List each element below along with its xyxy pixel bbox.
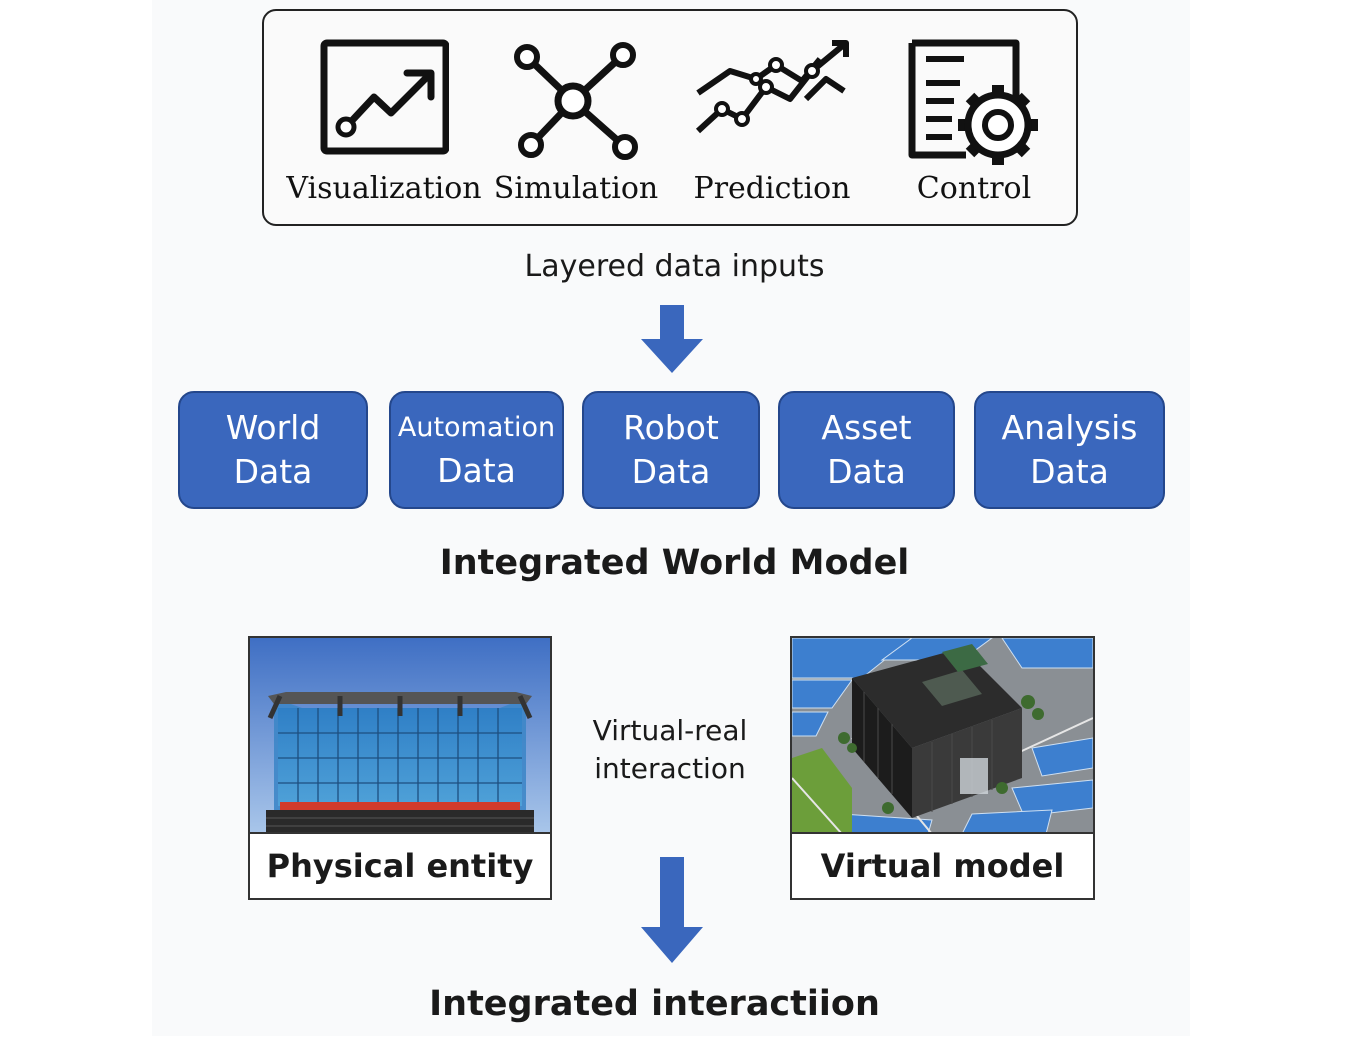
category-line1: World bbox=[225, 408, 321, 447]
data-category-world: World Data bbox=[178, 391, 368, 509]
virtual-real-interaction-label: Virtual-real interaction bbox=[560, 712, 780, 788]
data-category-asset: Asset Data bbox=[778, 391, 955, 509]
inputs-label: Layered data inputs bbox=[524, 249, 825, 284]
integrated-model-label: Integrated World Model bbox=[439, 543, 910, 583]
capability-visualization: Visualization bbox=[284, 11, 484, 228]
network-nodes-icon bbox=[514, 42, 638, 160]
capabilities-box: Visualization Simulation Pr bbox=[262, 9, 1078, 226]
physical-building-photo bbox=[250, 638, 550, 834]
physical-entity-caption: Physical entity bbox=[250, 832, 550, 898]
virtual-model-render bbox=[792, 638, 1093, 834]
physical-entity-card: Physical entity bbox=[248, 636, 552, 900]
integrated-interaction-label: Integrated interactiion bbox=[429, 984, 880, 1024]
interaction-line1: Virtual-real bbox=[592, 714, 748, 747]
virtual-model-card: Virtual model bbox=[790, 636, 1095, 900]
down-arrow-icon bbox=[641, 305, 703, 373]
category-line1: Analysis bbox=[1001, 408, 1138, 447]
category-line1: Asset bbox=[821, 408, 912, 447]
down-arrow-icon bbox=[641, 857, 703, 963]
category-line2: Data bbox=[1030, 452, 1109, 491]
data-category-analysis: Analysis Data bbox=[974, 391, 1165, 509]
capability-prediction: Prediction bbox=[672, 11, 872, 228]
virtual-model-caption: Virtual model bbox=[792, 832, 1093, 898]
category-line2: Data bbox=[233, 452, 313, 491]
capability-simulation: Simulation bbox=[476, 11, 676, 228]
category-line2: Data bbox=[827, 452, 906, 491]
capability-label: Simulation bbox=[493, 171, 659, 206]
capability-label: Prediction bbox=[693, 171, 851, 206]
data-category-robot: Robot Data bbox=[582, 391, 760, 509]
category-line1: Automation bbox=[397, 412, 556, 443]
capability-control: Control bbox=[874, 11, 1074, 228]
category-line1: Robot bbox=[623, 408, 719, 447]
category-line2: Data bbox=[631, 452, 711, 491]
category-line2: Data bbox=[437, 451, 516, 490]
capability-label: Visualization bbox=[286, 171, 482, 206]
document-gear-icon bbox=[908, 39, 1038, 165]
multi-line-chart-icon bbox=[695, 40, 849, 134]
data-category-automation: Automation Data bbox=[389, 391, 564, 509]
trend-chart-icon bbox=[320, 39, 449, 155]
interaction-line2: interaction bbox=[594, 752, 746, 785]
capability-label: Control bbox=[916, 171, 1032, 206]
